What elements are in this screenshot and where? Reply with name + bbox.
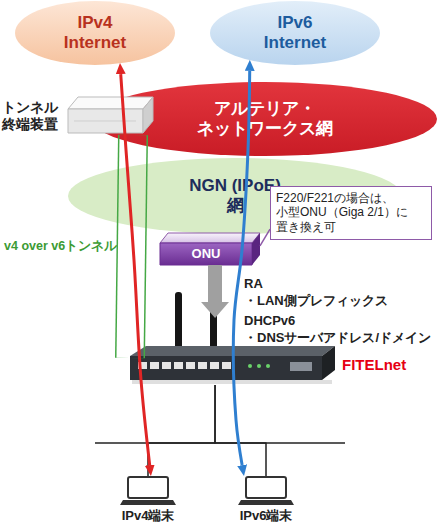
terminal-pc: IPv6端末 bbox=[238, 476, 294, 506]
text-box: IPv4端末 bbox=[98, 507, 198, 525]
text-box: F220/F221の場合は、 小型ONU（Giga 2/1）に 置き換え可 bbox=[276, 187, 426, 238]
wan-port bbox=[290, 362, 312, 371]
info-item: ・LAN側プレフィックス bbox=[244, 293, 388, 309]
text-box: IPv4 Internet bbox=[15, 1, 175, 65]
laptop-screen bbox=[128, 477, 168, 498]
tunnel-terminator: トンネル 終端装置 bbox=[68, 97, 153, 135]
antenna bbox=[210, 292, 217, 352]
network-cloud: IPv6 Internet bbox=[210, 1, 380, 65]
carrier-network-text: アルテリア・ ネットワークス網 bbox=[190, 99, 340, 140]
antenna bbox=[175, 292, 182, 352]
ellipse-outline bbox=[15, 1, 175, 65]
text-box: トンネル 終端装置 bbox=[2, 97, 66, 135]
info-heading: DHCPv6 bbox=[244, 313, 295, 329]
tunnel-terminator-shape bbox=[68, 97, 153, 135]
note-callout: F220/F221の場合は、 小型ONU（Giga 2/1）に 置き換え可 bbox=[270, 186, 432, 240]
router-device-text: FITELnet bbox=[342, 356, 422, 374]
network-cloud: IPv4 Internet bbox=[15, 1, 175, 65]
info-heading: RA bbox=[244, 276, 263, 292]
router-shadow bbox=[132, 380, 332, 384]
terminal-pc-shape bbox=[120, 476, 176, 506]
lan-port bbox=[174, 362, 183, 369]
onu-top bbox=[160, 233, 260, 243]
text-box: IPv6端末 bbox=[216, 507, 316, 525]
onu-front bbox=[160, 243, 252, 265]
network-cloud-text: IPv6 Internet bbox=[250, 13, 340, 54]
lan-port bbox=[150, 362, 159, 369]
router-front bbox=[130, 356, 322, 380]
status-led bbox=[248, 364, 252, 368]
network-cloud-text: IPv4 Internet bbox=[50, 13, 140, 54]
device-detail bbox=[74, 121, 136, 122]
terminal-pc-shape bbox=[238, 476, 294, 506]
terminal-pc-text: IPv6端末 bbox=[216, 508, 316, 524]
router-device-shape bbox=[130, 318, 340, 385]
device-top bbox=[68, 97, 153, 109]
lan-port bbox=[222, 362, 231, 369]
onu-side bbox=[252, 233, 260, 265]
terminal-pc: IPv4端末 bbox=[120, 476, 176, 506]
device-front bbox=[68, 109, 143, 133]
lan-port bbox=[186, 362, 195, 369]
router-top bbox=[130, 346, 335, 356]
laptop-base bbox=[238, 500, 294, 505]
laptop-screen bbox=[246, 477, 286, 498]
status-led bbox=[266, 364, 270, 368]
terminal-pc-text: IPv4端末 bbox=[98, 508, 198, 524]
lan-port bbox=[210, 362, 219, 369]
info-item: ・DNSサーバアドレス/ドメイン bbox=[244, 330, 431, 346]
text-box: ONU bbox=[160, 243, 252, 265]
lan-port bbox=[138, 362, 147, 369]
onu-device-text: ONU bbox=[161, 246, 251, 262]
tunnel-label: v4 over v6トンネル bbox=[4, 239, 117, 254]
tunnel-terminator-text: トンネル 終端装置 bbox=[2, 99, 64, 133]
note-callout-text: F220/F221の場合は、 小型ONU（Giga 2/1）に 置き換え可 bbox=[276, 191, 426, 234]
lan-port bbox=[162, 362, 171, 369]
text-box: FITELnet bbox=[342, 354, 422, 376]
lan-wire bbox=[215, 385, 266, 476]
laptop-base bbox=[120, 500, 176, 505]
ellipse-outline bbox=[92, 82, 437, 156]
status-led bbox=[257, 364, 261, 368]
lan-bus bbox=[95, 442, 345, 444]
router-side bbox=[322, 346, 335, 380]
onu-device: ONU bbox=[160, 233, 260, 265]
ellipse-outline bbox=[210, 1, 380, 65]
text-box: IPv6 Internet bbox=[210, 1, 380, 65]
lan-wire bbox=[148, 385, 215, 476]
ngn-network-text: NGN (IPoE)網 bbox=[188, 176, 283, 217]
router-device: FITELnet bbox=[130, 318, 340, 385]
lan-port bbox=[198, 362, 207, 369]
